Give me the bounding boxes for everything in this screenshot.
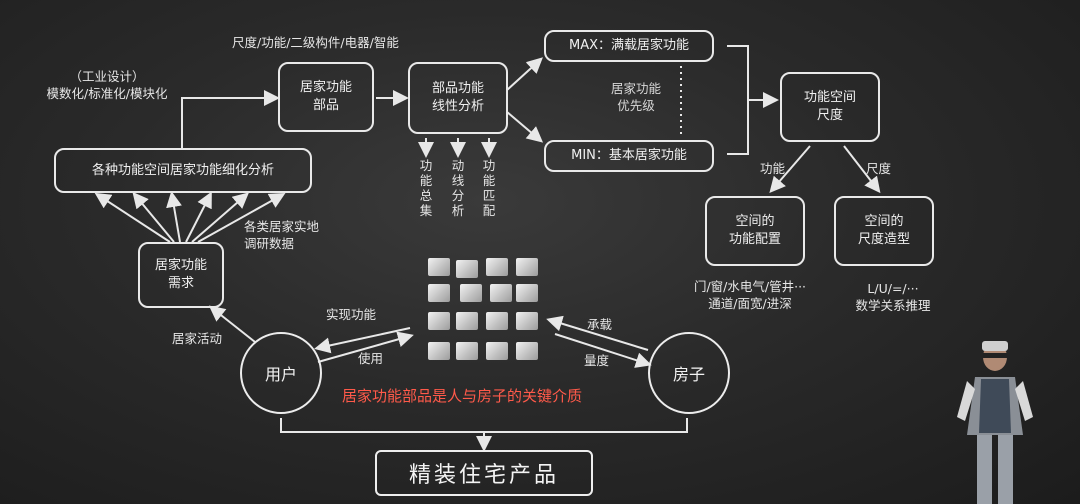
- space-scale-form-box: 空间的 尺度造型: [834, 196, 934, 266]
- linear-analysis-box: 部品功能 线性分析: [408, 62, 508, 134]
- function-matching-label: 功能匹配: [482, 158, 496, 218]
- arrow-linear-to-min: [506, 111, 544, 143]
- top-annotation: 尺度/功能/二级构件/电器/智能: [232, 35, 399, 50]
- min-function-box: MIN：基本居家功能: [544, 140, 714, 172]
- fan-3: [166, 191, 182, 243]
- home-activity-label: 居家活动: [172, 331, 223, 346]
- max-function-box: MAX：满载居家功能: [544, 30, 714, 62]
- scale-edge-label: 尺度: [866, 161, 892, 176]
- circulation-analysis-label: 动线分析: [451, 158, 465, 218]
- fan-2: [132, 191, 175, 243]
- survey-data-label: 各类居家实地 调研数据: [244, 219, 320, 251]
- industrial-design-note: （工业设计） 模数化/标准化/模块化: [46, 69, 168, 101]
- home-needs-box: 居家功能 需求: [138, 242, 224, 308]
- house-circle: 房子: [648, 332, 730, 414]
- home-components-box: 居家功能 部品: [278, 62, 374, 132]
- arrow-use: [317, 331, 414, 363]
- fan-5: [191, 192, 250, 243]
- measure-label: 量度: [584, 353, 610, 368]
- arrow-carry: [546, 315, 649, 351]
- function-collection-label: 功能总集: [419, 158, 433, 218]
- math-reasoning-label: L/U/=/··· 数学关系推理: [855, 281, 931, 313]
- key-medium-sentence: 居家功能部品是人与房子的关键介质: [342, 387, 583, 405]
- arrow-analysis-to-components: [181, 90, 280, 148]
- fan-1: [94, 192, 171, 243]
- arrow-user-to-needs: [208, 305, 256, 343]
- final-product-box: 精装住宅产品: [375, 450, 593, 496]
- speaker-figure: [957, 341, 1033, 504]
- bottom-bracket: [280, 418, 688, 433]
- arrow-linear-to-max: [506, 57, 543, 91]
- user-circle: 用户: [240, 332, 322, 414]
- space-function-config-box: 空间的 功能配置: [705, 196, 805, 266]
- priority-label: 居家功能 优先级: [610, 81, 661, 113]
- use-label: 使用: [358, 351, 384, 366]
- function-space-scale-box: 功能空间 尺度: [780, 72, 880, 142]
- function-edge-label: 功能: [760, 161, 786, 176]
- arrow-to-config: [769, 145, 811, 194]
- arrow-to-scale: [843, 145, 881, 194]
- building-elements-label: 门/窗/水电气/管井··· 通道/面宽/进深: [693, 279, 807, 311]
- realize-function-label: 实现功能: [326, 307, 377, 322]
- fan-4: [185, 191, 212, 243]
- bracket: [727, 45, 749, 155]
- arrow-measure: [554, 333, 652, 368]
- arrow-realize: [314, 327, 411, 354]
- fan-6: [197, 193, 286, 243]
- carry-label: 承载: [587, 317, 613, 332]
- function-analysis-box: 各种功能空间居家功能细化分析: [54, 148, 312, 193]
